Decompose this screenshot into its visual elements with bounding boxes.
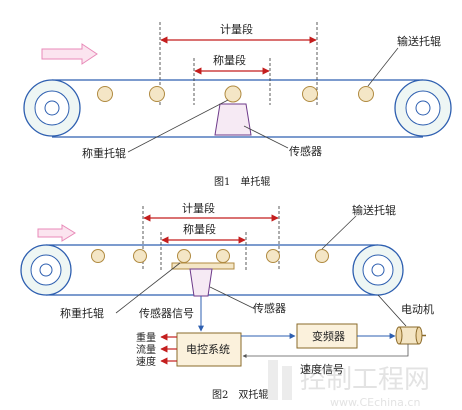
left-drum [23, 79, 81, 137]
output-weight: 重量 [136, 331, 156, 344]
weigh-idler-right [216, 249, 230, 263]
motor-drive-line [377, 294, 407, 327]
controller-label: 电控系统 [186, 342, 230, 356]
watermark-text: 控制工程网 [300, 365, 430, 395]
right-drum [394, 79, 452, 137]
measure-section-label: 计量段 [220, 22, 253, 36]
motor-label: 电动机 [401, 302, 434, 316]
output-speed: 速度 [136, 355, 156, 368]
conveyor-idlers [97, 86, 374, 102]
inverter-box [296, 323, 358, 349]
controller-outputs: 重量 流量 速度 [136, 331, 177, 368]
sensor-label-2: 传感器 [253, 302, 286, 315]
watermark-icon [268, 360, 292, 400]
conveyor-idler-label: 输送托辊 [397, 34, 441, 48]
weigh-section-label-2: 称量段 [183, 222, 216, 236]
watermark-url: www.CEchina.cn [330, 396, 420, 409]
material-flow-arrow-2 [37, 224, 76, 242]
measure-section-label-2: 计量段 [182, 201, 215, 215]
figure-1-caption: 图1 单托辊 [214, 175, 270, 188]
motor-icon [395, 326, 426, 345]
weigh-idler-left [177, 249, 191, 263]
conveyor-idler-label-2: 输送托辊 [352, 203, 396, 217]
weigh-idler-label: 称重托辊 [82, 146, 126, 160]
controller-box [176, 332, 242, 367]
left-drum-2 [20, 244, 72, 296]
load-cell-sensor-2 [189, 268, 213, 297]
section-boundary-lines [159, 22, 318, 105]
inverter-label: 变频器 [312, 329, 345, 343]
watermark-logo: 控制工程网 www.CEchina.cn [268, 360, 430, 409]
sensor-signal-label: 传感器信号 [139, 307, 194, 320]
weigh-frame [171, 262, 235, 270]
figure-2-caption: 图2 双托辊 [212, 388, 268, 401]
figure-1-single-idler: 计量段 称量段 输送托辊 称重托辊 传感器 图1 单托辊 [23, 22, 452, 188]
section-boundary-lines-2 [142, 206, 280, 270]
sensor-label: 传感器 [289, 145, 322, 158]
figure-2-double-idler: 计量段 称量段 输送托辊 称重托辊 传感器 传感器信号 电控系统 变频器 [20, 201, 434, 401]
material-flow-arrow [41, 43, 98, 65]
conveyor-idlers-2 [91, 249, 329, 263]
weigh-idler-label-2: 称重托辊 [60, 306, 104, 320]
right-drum-2 [352, 244, 404, 296]
speed-signal-label: 速度信号 [300, 362, 344, 376]
weigh-section-label: 称量段 [213, 53, 246, 67]
load-cell-sensor [214, 103, 252, 136]
weigh-idler [224, 85, 242, 103]
output-flow: 流量 [136, 343, 156, 356]
speed-feedback-line [242, 344, 409, 358]
